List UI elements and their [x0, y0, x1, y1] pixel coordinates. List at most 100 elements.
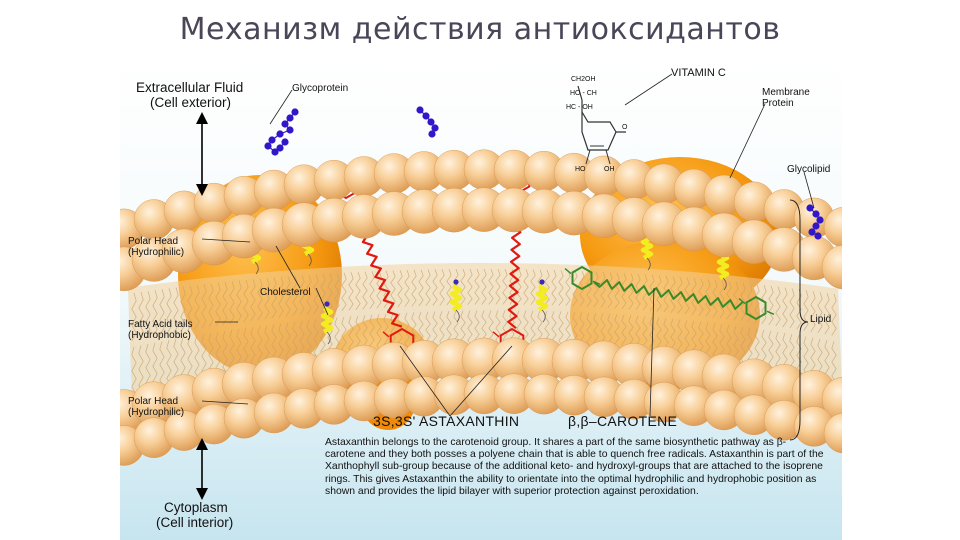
- fatty-acid-tail: [831, 341, 837, 383]
- glycolipid-chain-2-bead: [812, 210, 820, 218]
- label-cytoplasm: Cytoplasm (Cell interior): [156, 500, 234, 530]
- cholesterol-ring: [449, 284, 463, 312]
- fatty-acid-tail: [348, 316, 354, 355]
- label-glycolipid: Glycolipid: [787, 164, 831, 175]
- fatty-acid-tail: [684, 277, 690, 315]
- cholesterol-tail: [326, 331, 331, 345]
- fatty-acid-tail: [313, 274, 319, 314]
- fatty-acid-tail: [768, 285, 774, 326]
- cholesterol-ring: [535, 284, 549, 312]
- hydrophobic-core: [128, 263, 842, 400]
- fatty-acid-tail: [131, 346, 137, 395]
- fatty-acid-tail: [530, 310, 536, 347]
- fatty-acid-tail: [348, 272, 354, 311]
- leader-astaxanthin-2: [449, 345, 513, 417]
- fatty-acid-tail: [467, 310, 473, 347]
- leader-vitamin-c: [624, 73, 673, 106]
- fatty-acid-tail: [705, 279, 711, 317]
- chem-ho: HO: [575, 166, 586, 173]
- fatty-acid-tail: [278, 276, 284, 318]
- glycolipid-chain-2: [806, 204, 824, 240]
- fatty-acid-tail: [572, 270, 578, 307]
- cholesterol-oh-group: [453, 279, 459, 285]
- fatty-acid-tail: [145, 290, 151, 339]
- label-astaxanthin: 3S,3S' ASTAXANTHIN: [373, 413, 520, 429]
- chem-oh: OH: [604, 166, 615, 173]
- glycoprotein-chain: [264, 108, 299, 156]
- glycoprotein-chain-bead: [281, 138, 289, 146]
- glycolipid-chain-1-bead: [428, 130, 436, 138]
- fatty-acid-tail: [824, 292, 830, 335]
- glycoprotein-chain-bead: [281, 120, 289, 128]
- glycoprotein-chain-bead: [271, 148, 279, 156]
- fatty-acid-tail: [684, 320, 690, 358]
- fatty-acid-tail: [404, 269, 410, 307]
- label-leader-lines: [201, 73, 815, 441]
- fatty-acid-tail: [131, 292, 137, 342]
- fatty-acid-tail: [369, 271, 375, 310]
- fatty-acid-tail: [201, 334, 207, 379]
- label-extracellular: Extracellular Fluid (Cell exterior): [136, 80, 244, 110]
- fatty-acid-tail: [649, 316, 655, 354]
- fatty-acid-tail: [789, 288, 795, 329]
- glycoprotein-chain-bead: [286, 114, 294, 122]
- fatty-acid-tail: [558, 311, 564, 347]
- fatty-acid-tail: [194, 335, 200, 380]
- carotene-left-ring: [571, 265, 593, 291]
- chem-hc-oh: HC - OH: [566, 104, 593, 111]
- leader-astaxanthin-1: [399, 345, 451, 417]
- vitamin-c-hydroxyls: [585, 149, 611, 165]
- fatty-acid-tail: [222, 281, 228, 326]
- leader-cholesterol-2: [315, 287, 329, 316]
- cholesterol-3: [320, 301, 334, 345]
- cholesterol-ring: [716, 252, 730, 280]
- fatty-acid-tail: [299, 275, 305, 316]
- fatty-acid-tail: [152, 290, 158, 337]
- fatty-acid-tail: [397, 270, 403, 308]
- fatty-acid-tail: [432, 311, 438, 348]
- glycoprotein-chain-bead: [268, 136, 276, 144]
- fatty-acid-tail: [502, 269, 508, 305]
- glycolipid-chain-2-bead: [816, 216, 824, 224]
- leader-polar-head-top: [201, 238, 251, 243]
- description-paragraph: Astaxanthin belongs to the carotenoid gr…: [325, 437, 824, 497]
- fatty-acid-tail: [558, 270, 564, 306]
- carotene-left-ring-substituents: [564, 268, 601, 285]
- fatty-acid-tail: [670, 276, 676, 314]
- cholesterol-5: [535, 279, 549, 323]
- fatty-acid-tail: [306, 274, 312, 315]
- label-cholesterol: Cholesterol: [260, 287, 311, 298]
- cholesterol-oh-group: [324, 301, 330, 307]
- fatty-acid-tail: [516, 269, 522, 305]
- fatty-acid-tail: [327, 273, 333, 313]
- fatty-acid-tail: [656, 275, 662, 312]
- fatty-acid-tail: [775, 286, 781, 327]
- fatty-acid-tail: [215, 282, 221, 327]
- label-carotene: β,β–CAROTENE: [568, 413, 678, 429]
- fatty-acid-tail: [257, 278, 263, 321]
- fatty-acid-tail: [523, 269, 529, 305]
- cholesterol-tail: [455, 309, 460, 323]
- fatty-acid-tail: [229, 281, 235, 325]
- polar-heads-bottom: [120, 337, 842, 466]
- fatty-acid-tail: [376, 314, 382, 352]
- fatty-acid-tail: [474, 268, 480, 305]
- vitamin-c-ring: [577, 85, 626, 151]
- fatty-acid-tail: [677, 319, 683, 357]
- glycolipid-chain-2-bead: [814, 232, 822, 240]
- fatty-acid-tail: [614, 272, 620, 309]
- glycolipid-chain-1-bead: [431, 124, 439, 132]
- membrane-figure: Extracellular Fluid (Cell exterior) Glyc…: [120, 60, 842, 540]
- fatty-acid-tail: [320, 318, 326, 358]
- fatty-acid-tail: [446, 269, 452, 306]
- fatty-acid-tail: [236, 280, 242, 324]
- fatty-acid-tail: [586, 312, 592, 349]
- glycoprotein-chain-bead: [276, 130, 284, 138]
- fatty-acid-tail: [166, 288, 172, 335]
- carotene-right-ring: [745, 295, 767, 321]
- membrane-illustration: [120, 60, 842, 540]
- carotene-right-ring-substituents: [738, 298, 775, 315]
- fatty-acid-tail: [740, 326, 746, 366]
- arrows: [196, 112, 208, 500]
- carotene-polyene-chain: [593, 279, 744, 310]
